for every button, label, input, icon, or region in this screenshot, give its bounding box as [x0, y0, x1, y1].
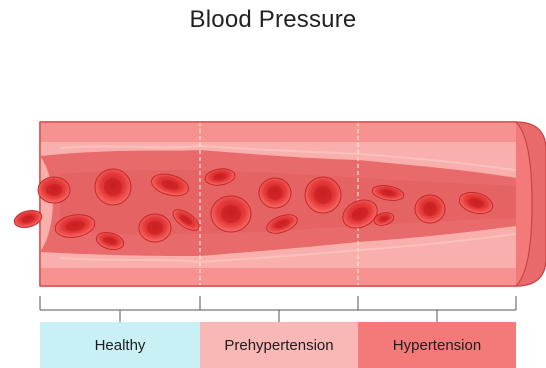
stage-label-hypertension: Hypertension	[358, 322, 516, 368]
stage-label-healthy: Healthy	[40, 322, 200, 368]
blood-cell	[211, 196, 251, 232]
blood-cell	[305, 177, 341, 213]
blood-cell	[139, 214, 171, 242]
blood-cell	[95, 169, 131, 205]
blood-cell	[38, 177, 70, 203]
stage-brackets	[40, 296, 516, 322]
blood-cell	[415, 195, 445, 223]
blood-cell	[259, 178, 291, 208]
blood-cell	[12, 208, 43, 231]
stage-label-prehypertension: Prehypertension	[200, 322, 358, 368]
